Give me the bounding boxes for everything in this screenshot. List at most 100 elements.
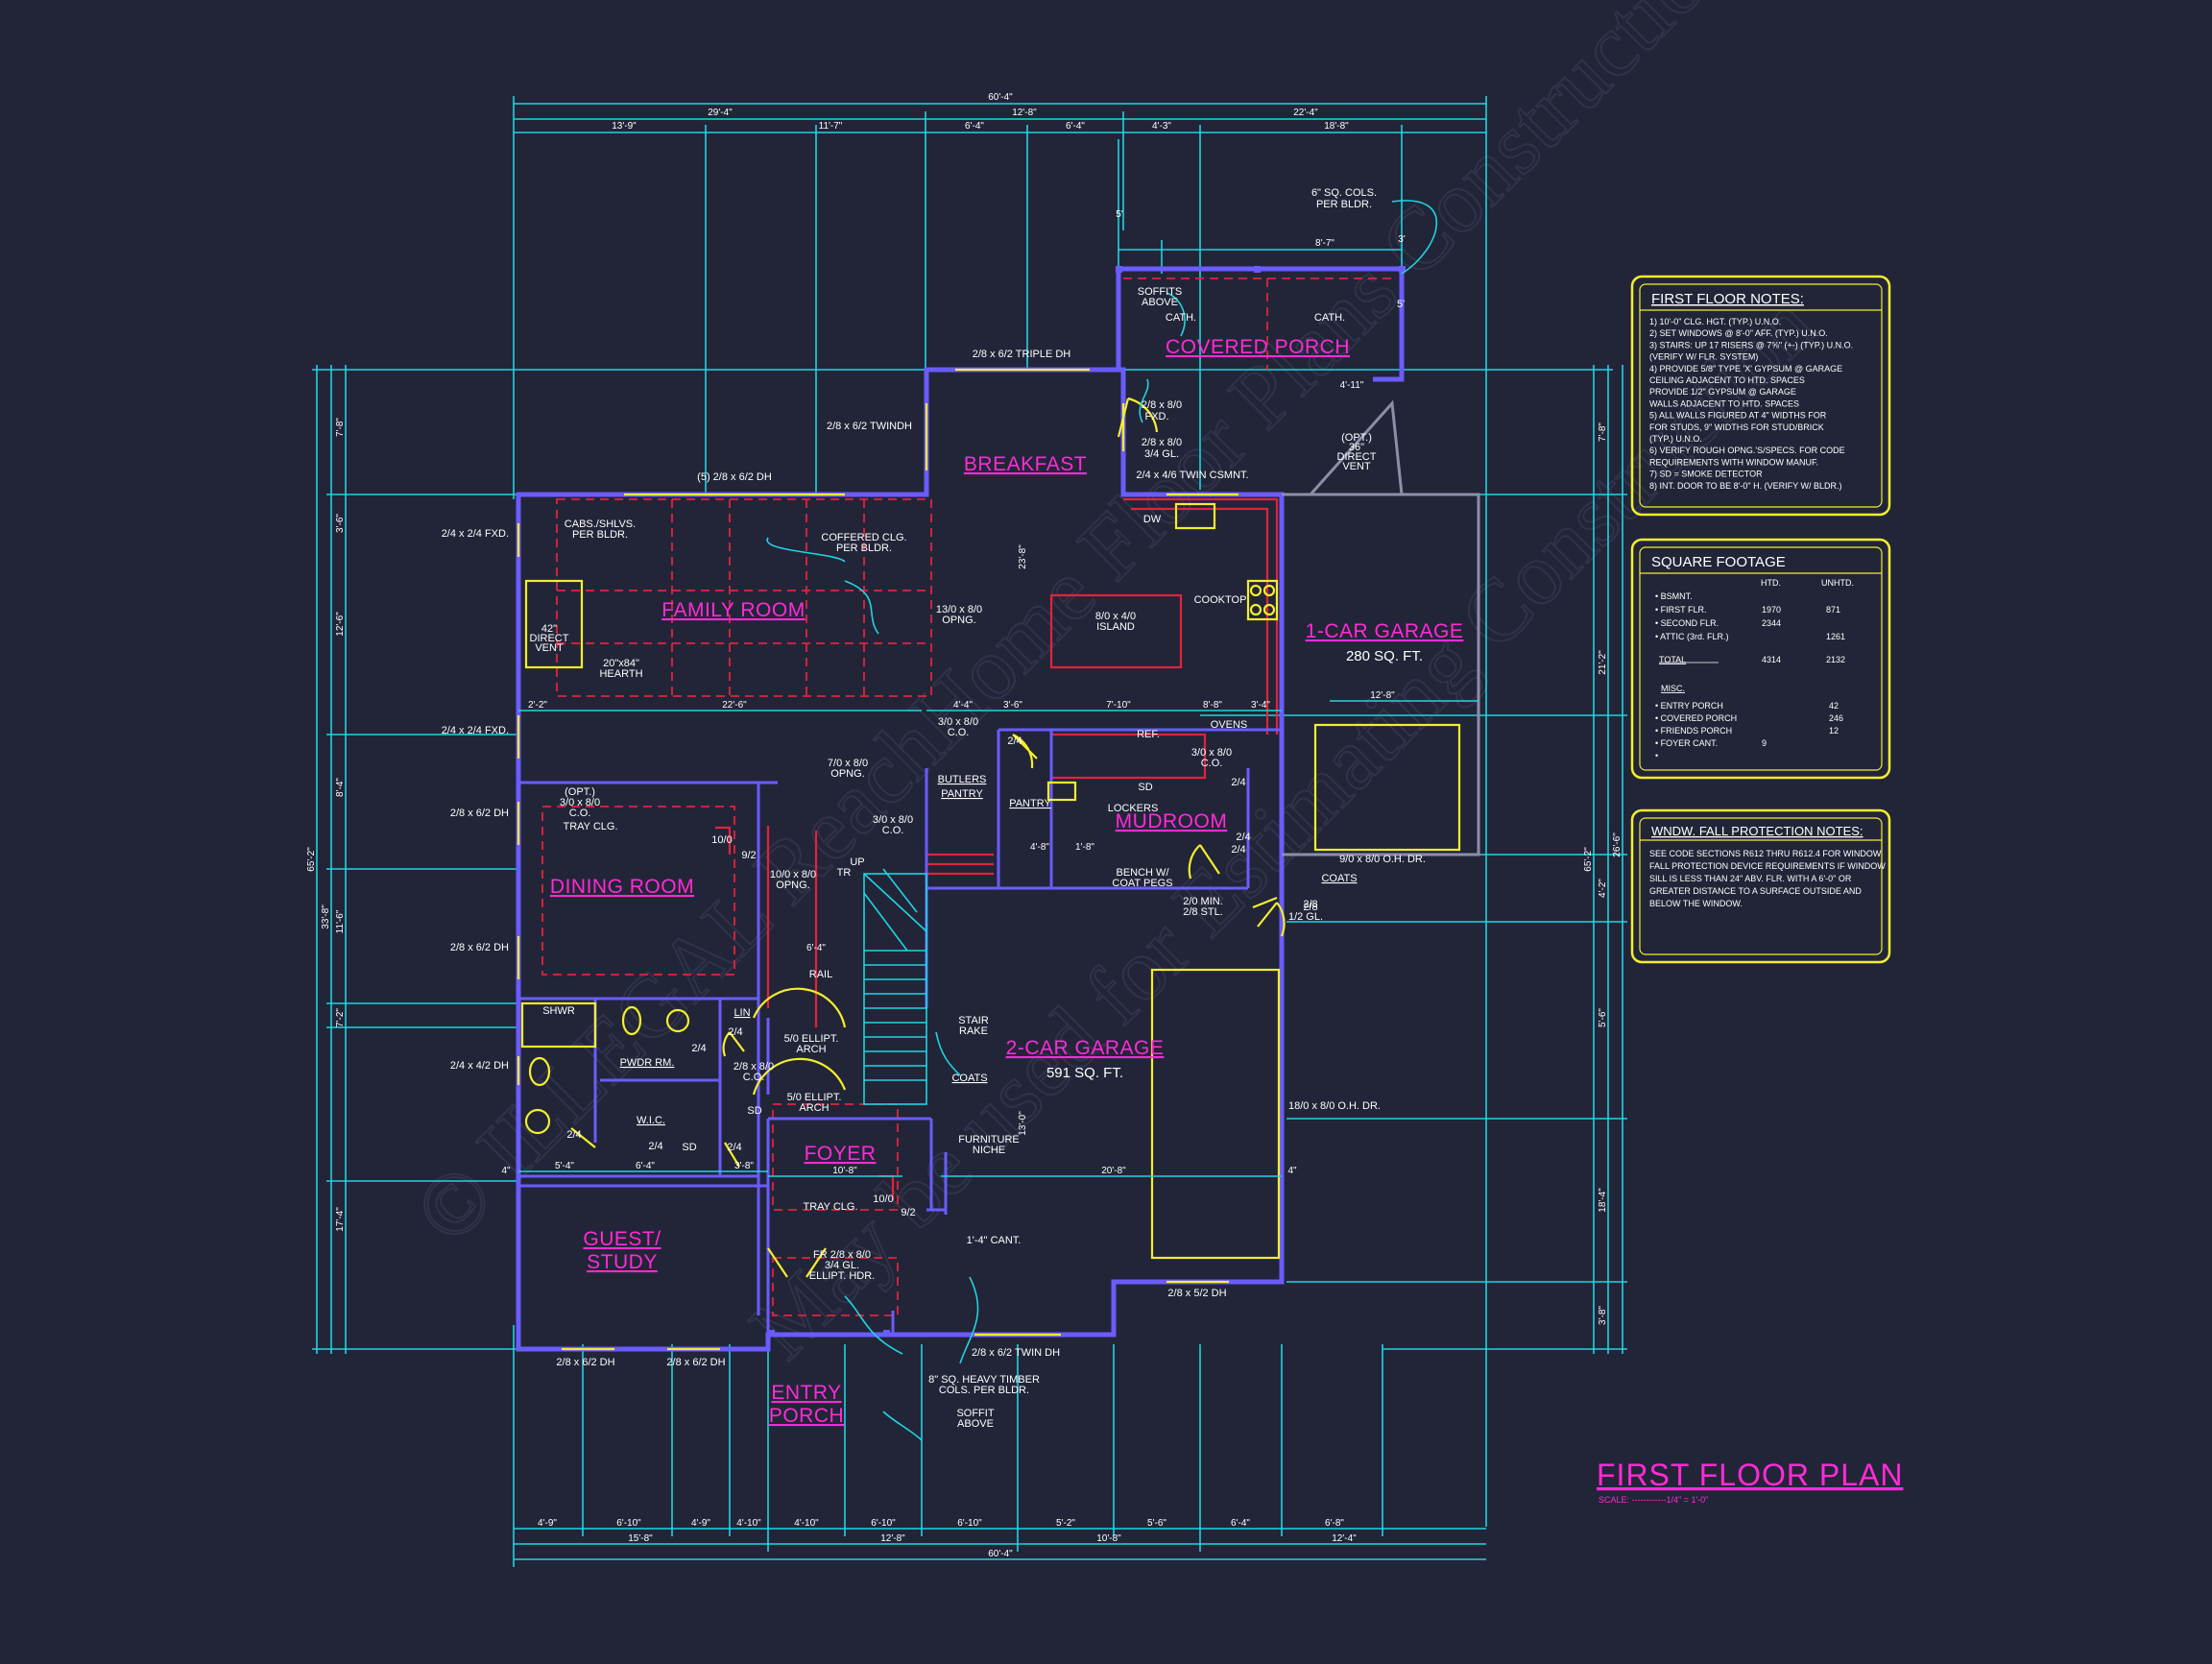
sqft-misc-bullet: • [1655,751,1658,760]
sqft-row-name: • BSMNT. [1655,591,1693,601]
note-fxd-side: 2/8 x 8/0 [1142,399,1182,411]
dim-top-d6: 18'-8" [1324,121,1349,132]
notes-line: WALLS ADJACENT TO HTD. SPACES [1649,398,1799,408]
note-lockers: LOCKERS [1108,803,1159,814]
dim-left-b1: 7'-8" [335,418,346,437]
dim-left-b4: 8'-4" [335,778,346,797]
note-bench-2: COAT PEGS [1112,878,1172,889]
note-dh-dining-1: 2/8 x 6/2 DH [450,808,509,819]
note-tray-clg-1: TRAY CLG. [563,821,617,832]
note-stair-rake-1: STAIR [958,1015,989,1026]
sqft-col-unhtd: UNHTD. [1821,578,1854,588]
dim-porch-width: 8'-7" [1315,238,1334,249]
dim-bot-a: 15'-8" [628,1533,653,1544]
fireplace [524,579,584,669]
top-dimensions: 60'-4" 29'-4" 12'-8" 22'-4" 13'-9" 11'-7… [513,92,1487,1527]
shower [520,1001,597,1049]
note-direct-vent-a: (OPT.) [1341,432,1372,444]
room-labels: COVERED PORCH BREAKFAST FAMILY ROOM 1-CA… [550,336,1463,1427]
note-s-24b: 2/4 [1231,777,1245,788]
dim-top-d2: 11'-7" [819,121,843,132]
note-gl-12b: 1/2 GL. [1288,911,1323,923]
label-1-car-garage-sqft: 280 SQ. FT. [1346,648,1423,664]
toilet-powder [621,1005,642,1036]
note-stair-rake-2: RAKE [959,1025,988,1037]
fixtures [517,200,1461,1441]
dim-int-3: 4'-4" [953,700,973,711]
note-cabs-1: CABS./SHLVS. [565,518,636,530]
dim-int-19: 4" [1287,1166,1297,1176]
smoke-detector-1: SD [1138,782,1152,793]
note-shwr: SHWR [542,1005,575,1017]
interior-walls [518,728,1282,1335]
note-tray-clg-2: TRAY CLG. [803,1201,857,1213]
window-notes-line: BELOW THE WINDOW. [1649,899,1743,908]
note-twin-dh-bot: 2/8 x 6/2 TWIN DH [972,1347,1060,1359]
label-guest-study-1: GUEST/ [583,1228,661,1250]
dim-top-c: 22'-4" [1293,108,1318,118]
note-bench-1: BENCH W/ [1117,867,1170,879]
dim-int-13: 10'-8" [832,1166,857,1176]
note-cath-2: CATH. [1314,312,1345,324]
first-floor-notes-panel: FIRST FLOOR NOTES: 1) 10'-0" CLG. HGT. (… [1630,275,1891,517]
dim-left-total: 65'-2" [306,847,317,872]
dim-int-5: 7'-10" [1106,700,1131,711]
label-covered-porch: COVERED PORCH [1166,336,1350,358]
window-notes-line: SILL IS LESS THAN 24" ABV. FLR. WITH A 6… [1649,874,1852,883]
dim-left-a: 33'-8" [321,904,331,929]
note-fr-door-1: FR 2/8 x 8/0 [813,1249,871,1261]
dim-porch-side: 5' [1116,209,1123,220]
note-vent42-b: DIRECT [530,633,569,644]
note-s-24c: 2/4 [1231,844,1245,856]
label-butlers-pantry-2: PANTRY [941,788,983,800]
note-island-1: 8/0 x 4/0 [1095,611,1136,622]
note-vent42-c: VENT [535,642,564,654]
dim-bot-e1: 4'-9" [538,1518,557,1529]
note-hearth-b: HEARTH [599,668,642,680]
note-gl-12a: 2/8 [1303,902,1317,913]
sqft-misc-value: 42 [1829,701,1839,711]
notes-line: 1) 10'-0" CLG. HGT. (TYP.) U.N.O. [1649,317,1781,326]
dim-right-b: 21'-2" [1598,650,1608,675]
note-direct-vent-b: 36" [1349,442,1364,453]
notes-line: (TYP.) U.N.O. [1649,434,1702,444]
note-opt-co-a: (OPT.) [565,786,595,798]
dim-top-a: 29'-4" [708,108,733,118]
note-s-92b: 9/2 [901,1207,915,1218]
note-cant: 1'-4" CANT. [967,1235,1022,1246]
label-entry-porch-1: ENTRY [771,1382,841,1404]
note-s-1010b: 10/0 [873,1194,893,1205]
smoke-detector-2: SD [747,1105,761,1117]
note-up: UP [850,856,864,868]
window-notes-line: FALL PROTECTION DEVICE REQUIREMENTS IF W… [1649,861,1886,871]
notes-line: REQUIREMENTS WITH WINDOW MANUF. [1649,457,1818,467]
note-five-dh: (5) 2/8 x 6/2 DH [697,471,772,483]
dim-bot-b: 12'-8" [880,1533,905,1544]
sqft-misc-value: 12 [1829,726,1839,736]
staircase [863,868,927,1105]
dim-int-18: 4" [501,1166,511,1176]
notes-line: 5) ALL WALLS FIGURED AT 4" WIDTHS FOR [1649,411,1827,421]
notes-line: FOR STUDS, 9" WIDTHS FOR STUD/BRICK [1649,422,1824,432]
dim-top-b: 12'-8" [1012,108,1037,118]
label-family-room: FAMILY ROOM [661,599,805,621]
note-co-310-f: C.O. [882,825,904,836]
dim-int-20: 13'-0" [1018,1111,1028,1136]
note-rail: RAIL [809,969,832,980]
note-ref: REF. [1137,729,1160,740]
dim-bot-e4: 4'-10" [736,1518,761,1529]
label-2-car-garage: 2-CAR GARAGE [1006,1037,1165,1059]
label-breakfast: BREAKFAST [964,453,1087,475]
note-ellipt-arch-2b: ARCH [799,1102,829,1114]
notes-line: (VERIFY W/ FLR. SYSTEM) [1649,352,1758,362]
note-coffered-1: COFFERED CLG. [821,532,906,543]
note-s-24d: 2/4 [728,1026,742,1038]
window-notes-line: SEE CODE SECTIONS R612 THRU R612.4 FOR W… [1649,849,1882,858]
sqft-total-unhtd: 2132 [1826,655,1845,664]
note-dh-dining-2: 2/8 x 6/2 DH [450,942,509,953]
dim-int-14: 20'-8" [1101,1166,1126,1176]
note-stl-2: 2/8 STL. [1183,906,1223,918]
note-dh-garage-bot: 2/8 x 5/2 DH [1167,1288,1226,1299]
